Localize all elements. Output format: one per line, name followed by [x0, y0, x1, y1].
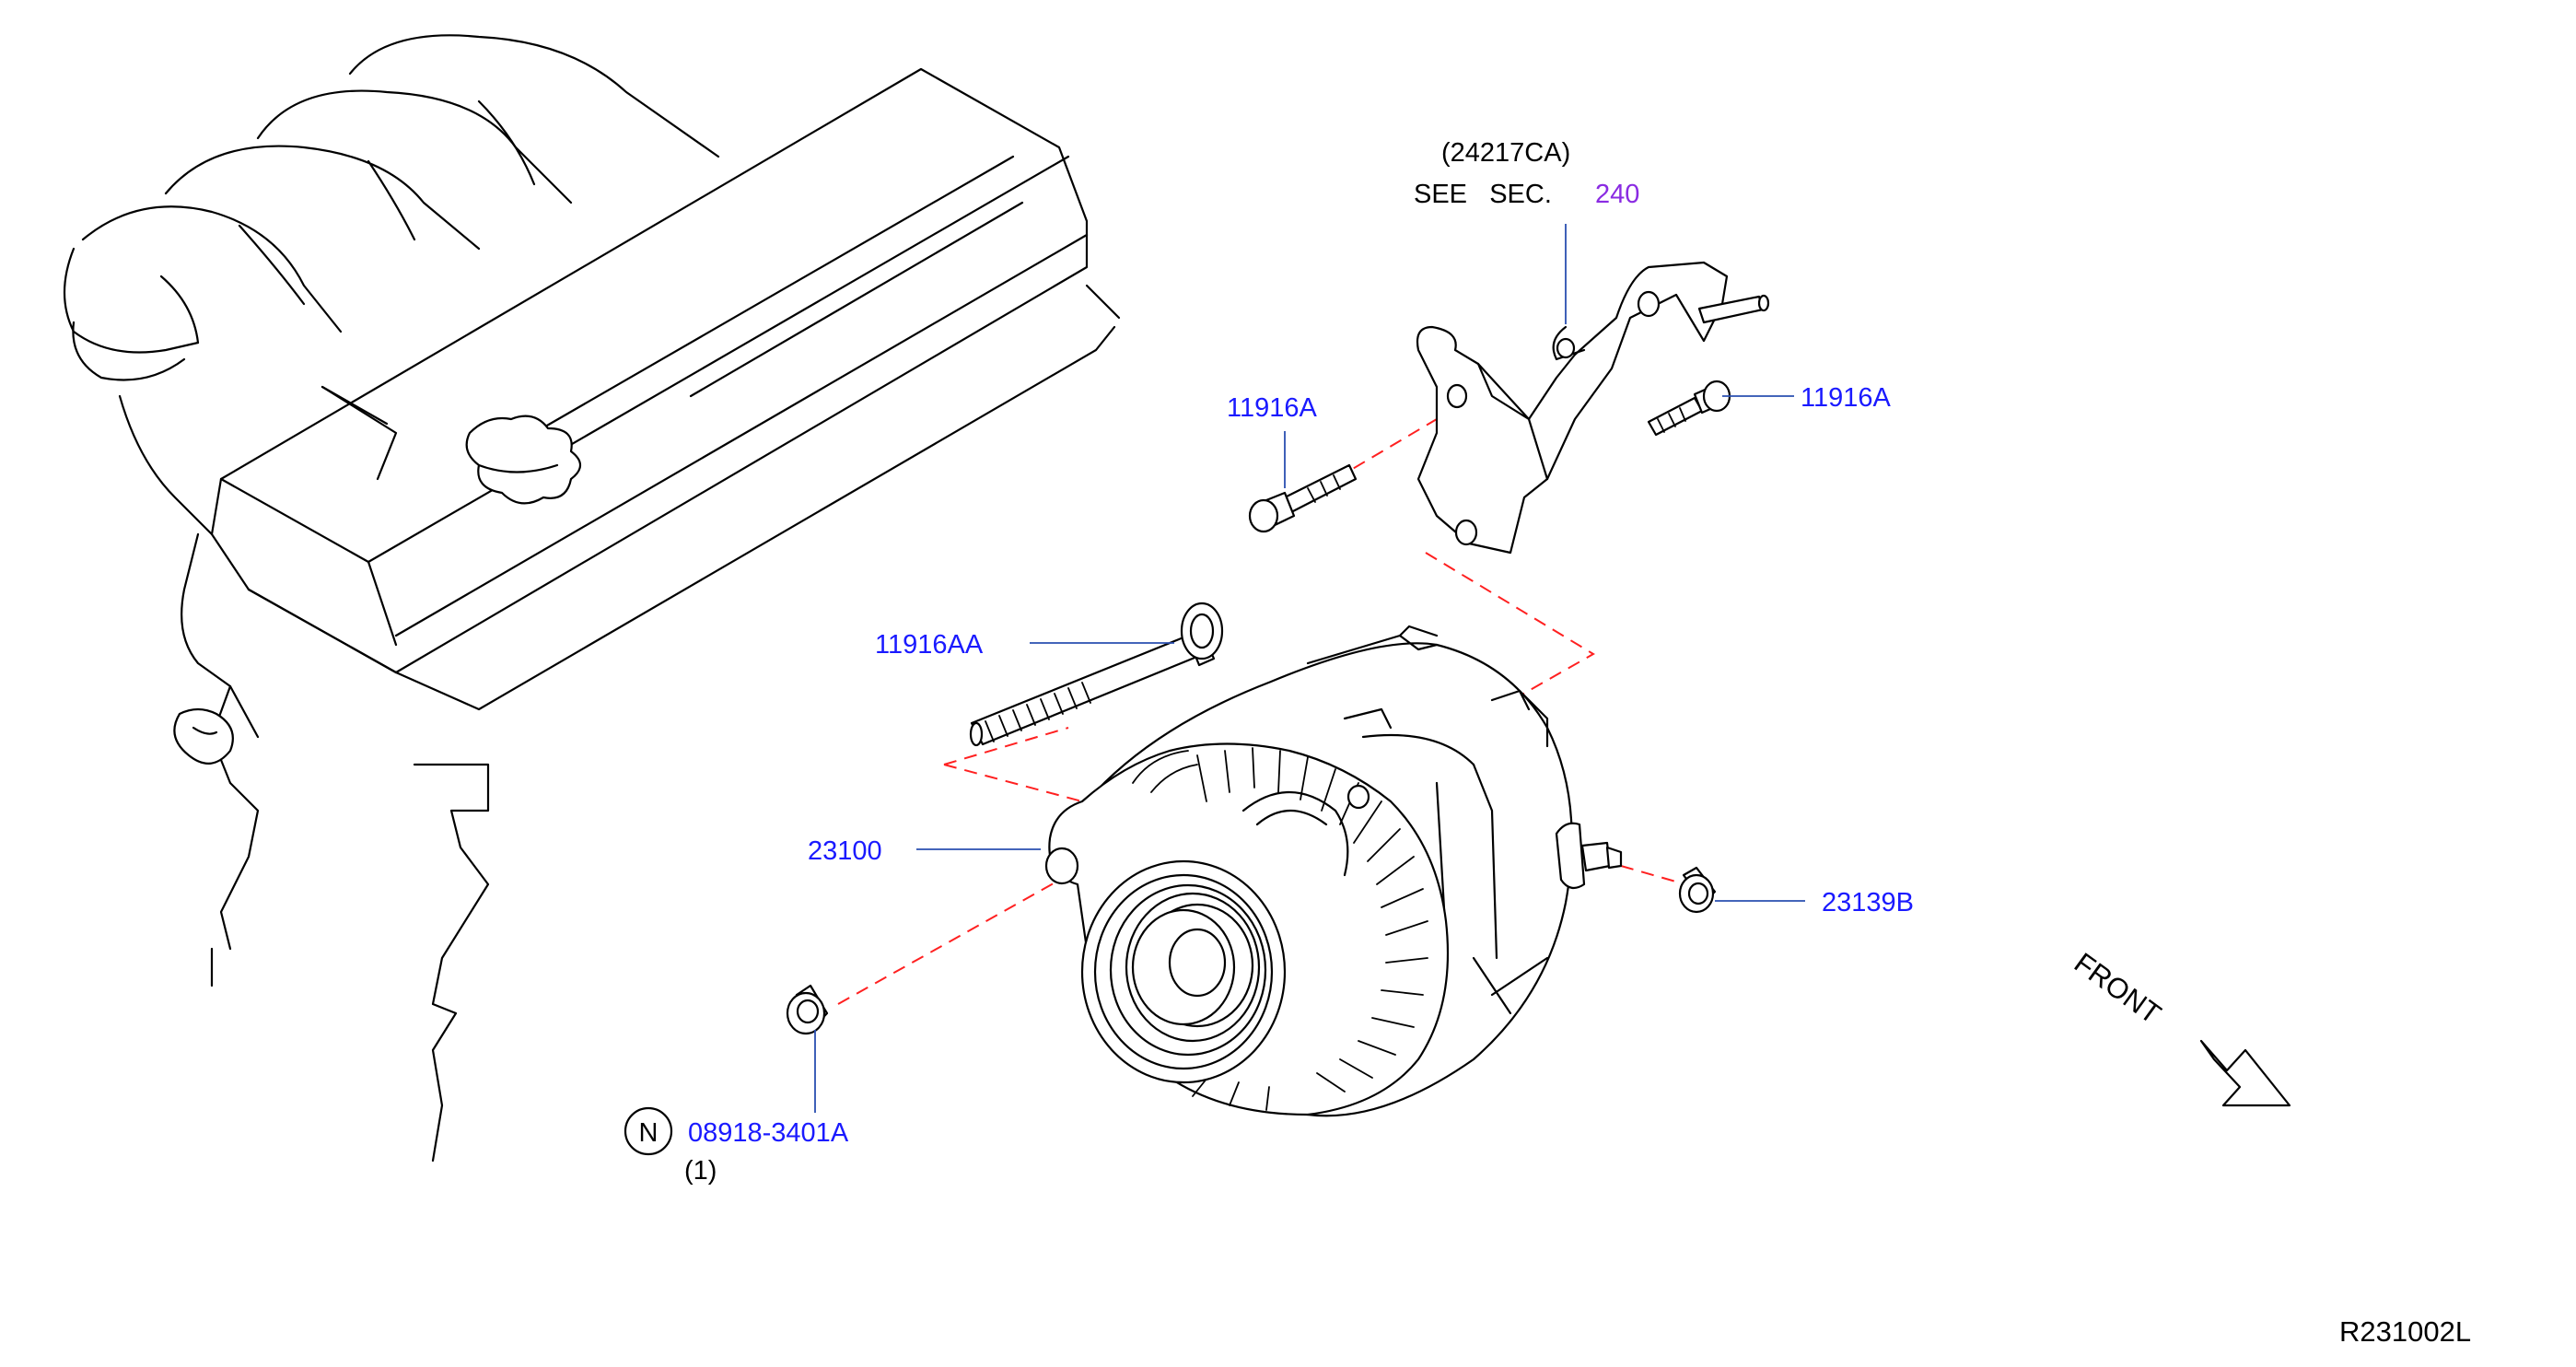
- front-label: FRONT: [2069, 946, 2167, 1030]
- bracket-bolt-right: [1647, 380, 1731, 437]
- callout-bracket-bolt-left[interactable]: 11916A: [1227, 393, 1317, 423]
- callout-bottom-nut-qty: (1): [684, 1156, 717, 1186]
- terminal-nut: [1678, 866, 1717, 914]
- alternator-bracket: [1416, 261, 1770, 555]
- bottom-nut: [786, 984, 829, 1035]
- engine-outline-drawing: [63, 34, 1121, 1163]
- callout-terminal-nut[interactable]: 23139B: [1822, 888, 1914, 917]
- front-direction-indicator: FRONT: [2069, 946, 2291, 1107]
- callout-bracket-bolt-right[interactable]: 11916A: [1801, 383, 1891, 413]
- diagram-reference-code: R231002L: [2339, 1315, 2471, 1348]
- see-section-part-ref: (24217CA): [1441, 138, 1570, 168]
- callout-long-bolt[interactable]: 11916AA: [875, 630, 984, 660]
- leader-lines: [814, 224, 1805, 1113]
- n-symbol-letter: N: [639, 1118, 659, 1148]
- callout-alternator[interactable]: 23100: [808, 836, 882, 866]
- n-symbol-badge: N: [624, 1106, 673, 1156]
- alternator-drawing: [1044, 625, 1623, 1117]
- long-bolt: [969, 602, 1224, 747]
- see-section-link[interactable]: 240: [1595, 180, 1639, 209]
- bracket-bolt-left: [1248, 463, 1358, 533]
- front-arrow-icon: [2199, 1039, 2291, 1107]
- callout-bottom-nut[interactable]: 08918-3401A: [688, 1118, 849, 1148]
- see-section-prefix: SEE SEC.: [1414, 180, 1552, 209]
